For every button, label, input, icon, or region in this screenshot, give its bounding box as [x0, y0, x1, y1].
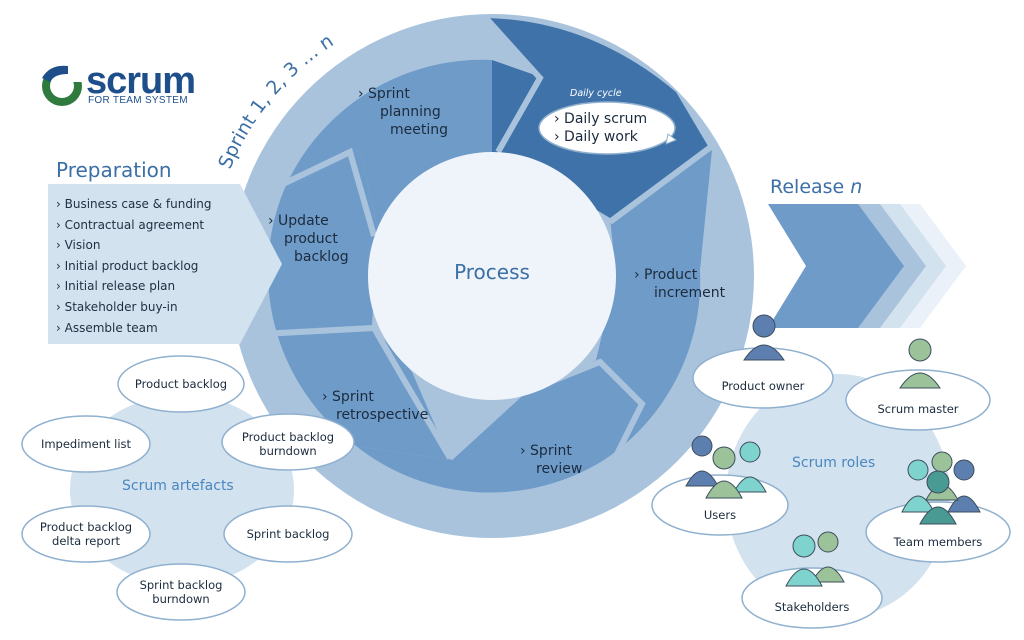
role-ovals: [651, 347, 1011, 629]
preparation-item: › Initial product backlog: [56, 258, 199, 273]
preparation-item: › Assemble team: [56, 320, 158, 335]
artefact-sprint-backlog: Sprint backlog: [246, 527, 330, 541]
process-circle: [368, 152, 616, 400]
logo-subtitle: FOR TEAM SYSTEM: [88, 95, 188, 106]
person-icons: [685, 314, 981, 587]
process-label: Process: [454, 260, 530, 284]
role-stakeholders: Stakeholders: [774, 600, 850, 614]
segment-separators: [256, 15, 714, 466]
step-sprint-planning: › Sprint planning meeting: [358, 86, 449, 138]
role-users: Users: [703, 508, 737, 522]
roles-group-background: [726, 374, 950, 618]
daily-bubble-arrow: [665, 133, 678, 145]
artefact-product-backlog: Product backlog: [134, 377, 228, 391]
step-update-backlog: › Update product backlog: [268, 213, 349, 265]
segment-increment: [596, 150, 712, 460]
preparation-item: › Contractual agreement: [56, 217, 205, 232]
segment-update: [267, 150, 378, 330]
roles-title: Scrum roles: [792, 455, 876, 471]
preparation-list: › Business case & funding › Contractual …: [56, 194, 212, 338]
artefacts-title: Scrum artefacts: [122, 478, 234, 494]
daily-item: › Daily scrum: [554, 111, 648, 127]
scrum-logo-mark: [42, 65, 84, 106]
preparation-item: › Vision: [56, 238, 101, 253]
daily-item: › Daily work: [554, 129, 638, 145]
preparation-item: › Stakeholder buy-in: [56, 299, 178, 314]
daily-cycle-label: Daily cycle: [570, 88, 622, 99]
role-product-owner: Product owner: [721, 379, 805, 393]
segment-retrospective: [276, 325, 450, 460]
daily-cycle-items: › Daily scrum › Daily work: [554, 110, 647, 146]
role-scrum-master: Scrum master: [877, 402, 959, 416]
step-sprint-retrospective: › Sprint retrospective: [322, 389, 429, 423]
sprint-cycle-arrow-icon: [734, 122, 742, 132]
preparation-title: Preparation: [56, 158, 172, 182]
role-team-members: Team members: [893, 535, 983, 549]
preparation-item: › Business case & funding: [56, 197, 212, 211]
preparation-item: › Initial release plan: [56, 279, 176, 294]
step-product-increment: › Product increment: [634, 267, 726, 301]
release-title: Release n: [770, 176, 863, 198]
artefact-impediment-list: Impediment list: [40, 437, 132, 451]
preparation-arrow: [48, 184, 282, 344]
segment-planning: [284, 59, 492, 231]
daily-bubble: [538, 101, 676, 155]
segment-review: [356, 360, 640, 493]
step-sprint-review: › Sprint review: [520, 443, 583, 477]
artefact-ovals: [21, 355, 355, 621]
release-arrow: [768, 204, 904, 328]
logo-wordmark: scrum: [86, 60, 196, 102]
